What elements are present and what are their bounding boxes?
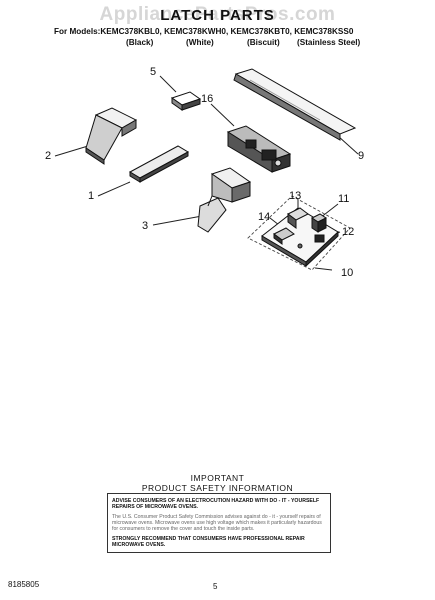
variant-stainless: (Stainless Steel)	[297, 38, 361, 47]
variant-black: (Black)	[126, 38, 154, 47]
page-title: LATCH PARTS	[160, 7, 275, 24]
callout-2: 2	[45, 150, 52, 162]
safety-cpsc-text: The U.S. Consumer Product Safety Commiss…	[112, 514, 322, 533]
part-16-latch-assembly	[226, 125, 292, 173]
safety-info-box: ADVISE CONSUMERS OF AN ELECTROCUTION HAZ…	[107, 493, 331, 553]
models-line: For Models:KEMC378KBL0, KEMC378KWH0, KEM…	[54, 27, 354, 36]
product-safety-label: PRODUCT SAFETY INFORMATION	[141, 483, 294, 493]
part-10-dashed-outline	[247, 195, 351, 271]
important-label: IMPORTANT	[190, 473, 245, 483]
callout-9: 9	[358, 150, 365, 162]
callout-12: 12	[342, 226, 355, 238]
part-2-bracket	[85, 107, 138, 165]
callout-11: 11	[338, 193, 350, 205]
exploded-parts-diagram	[54, 68, 359, 271]
safety-warning-text: ADVISE CONSUMERS OF AN ELECTROCUTION HAZ…	[112, 498, 320, 511]
variant-biscuit: (Biscuit)	[247, 38, 280, 47]
callout-16: 16	[201, 93, 214, 105]
watermark-text: AppliancePartsPros.com	[99, 4, 336, 25]
part-1-strip	[128, 145, 190, 183]
callout-10: 10	[341, 267, 354, 279]
safety-recommend-text: STRONGLY RECOMMEND THAT CONSUMERS HAVE P…	[112, 536, 305, 549]
callout-5: 5	[150, 66, 157, 78]
callout-13: 13	[289, 190, 302, 202]
variant-white: (White)	[186, 38, 214, 47]
part-3-bracket	[197, 167, 252, 233]
important-heading: IMPORTANT PRODUCT SAFETY INFORMATION	[0, 473, 435, 493]
callout-3: 3	[142, 220, 149, 232]
part-10-switch-plate	[261, 207, 339, 268]
document-number: 8185805	[8, 580, 40, 589]
callout-14: 14	[258, 211, 271, 223]
part-5-clip	[170, 91, 202, 111]
page-number: 5	[213, 582, 218, 591]
callout-1: 1	[88, 190, 95, 202]
part-9-shield	[233, 68, 357, 141]
